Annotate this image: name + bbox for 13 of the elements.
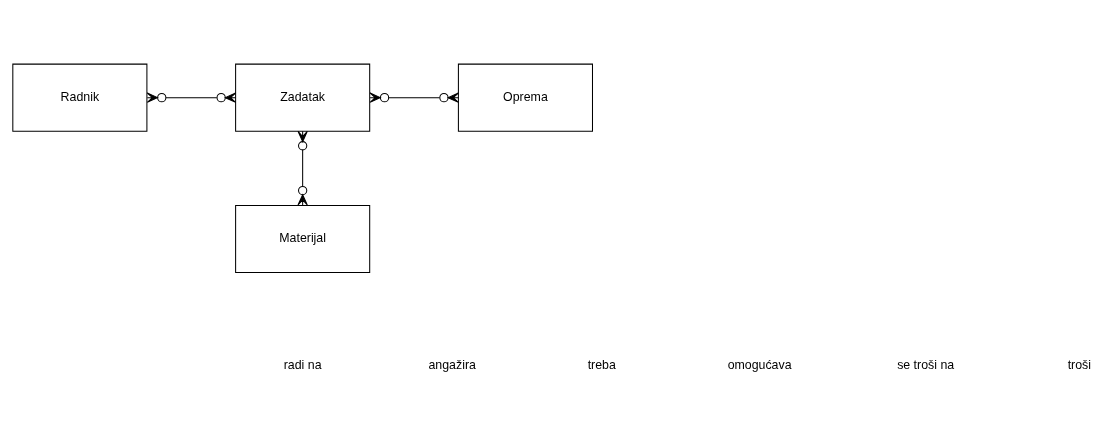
label: troši [1067,357,1092,372]
label: treba [587,357,616,372]
label: radi na [283,357,322,372]
label: angažira [428,357,476,372]
connector [297,130,308,205]
node-box: Materijal [235,204,371,273]
connector [369,92,459,103]
label: se troši na [897,357,955,372]
connector [146,92,237,103]
node-box: Oprema [457,63,593,132]
label: omogućava [727,357,792,372]
node-box: Zadatak [235,63,371,132]
node-box: Radnik [12,63,148,132]
